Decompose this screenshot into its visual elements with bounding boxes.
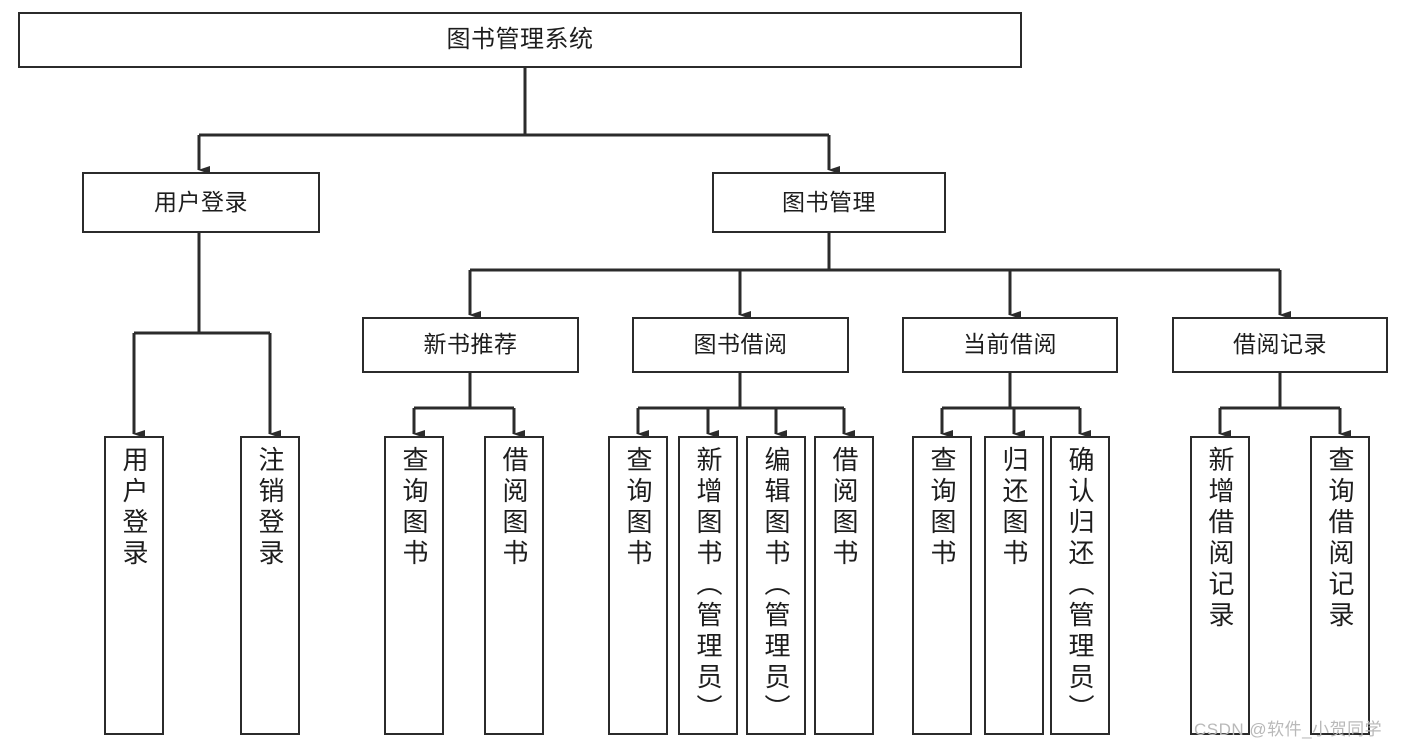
node-leaf_nb_borrow[interactable]: 借阅图书 bbox=[484, 436, 544, 735]
connector-group bbox=[132, 68, 1351, 438]
node-label-newbook: 新书推荐 bbox=[423, 331, 518, 358]
node-label-leaf_cu_query: 查询图书 bbox=[927, 446, 957, 570]
node-label-leaf_bo_add: 新增图书（管理员） bbox=[693, 446, 723, 725]
node-leaf_bo_edit[interactable]: 编辑图书（管理员） bbox=[746, 436, 806, 735]
watermark: CSDN @软件_小贺同学 bbox=[1194, 720, 1383, 739]
node-leaf_re_add[interactable]: 新增借阅记录 bbox=[1190, 436, 1250, 735]
node-label-leaf_bo_edit: 编辑图书（管理员） bbox=[761, 446, 791, 725]
node-leaf_bo_add[interactable]: 新增图书（管理员） bbox=[678, 436, 738, 735]
node-label-borrow: 图书借阅 bbox=[693, 331, 788, 358]
node-bookmgmt[interactable]: 图书管理 bbox=[712, 172, 946, 233]
node-records[interactable]: 借阅记录 bbox=[1172, 317, 1388, 373]
node-leaf_userlogin[interactable]: 用户登录 bbox=[104, 436, 164, 735]
node-label-leaf_re_add: 新增借阅记录 bbox=[1205, 446, 1235, 632]
node-label-leaf_cu_confirm: 确认归还（管理员） bbox=[1065, 446, 1095, 725]
node-leaf_cu_query[interactable]: 查询图书 bbox=[912, 436, 972, 735]
node-label-root: 图书管理系统 bbox=[446, 25, 594, 53]
node-leaf_re_query[interactable]: 查询借阅记录 bbox=[1310, 436, 1370, 735]
node-leaf_bo_query[interactable]: 查询图书 bbox=[608, 436, 668, 735]
node-label-leaf_bo_borrow: 借阅图书 bbox=[829, 446, 859, 570]
node-label-leaf_cu_return: 归还图书 bbox=[999, 446, 1029, 570]
node-current[interactable]: 当前借阅 bbox=[902, 317, 1118, 373]
node-label-leaf_re_query: 查询借阅记录 bbox=[1325, 446, 1355, 632]
node-leaf_nb_query[interactable]: 查询图书 bbox=[384, 436, 444, 735]
node-label-login: 用户登录 bbox=[154, 188, 248, 215]
node-login[interactable]: 用户登录 bbox=[82, 172, 320, 233]
node-leaf_bo_borrow[interactable]: 借阅图书 bbox=[814, 436, 874, 735]
node-borrow[interactable]: 图书借阅 bbox=[632, 317, 849, 373]
node-leaf_cu_confirm[interactable]: 确认归还（管理员） bbox=[1050, 436, 1110, 735]
node-leaf_cu_return[interactable]: 归还图书 bbox=[984, 436, 1044, 735]
node-label-leaf_userlogin: 用户登录 bbox=[119, 446, 149, 570]
node-label-bookmgmt: 图书管理 bbox=[782, 188, 876, 215]
node-label-records: 借阅记录 bbox=[1233, 331, 1327, 358]
node-label-leaf_nb_query: 查询图书 bbox=[399, 446, 429, 570]
node-leaf_logout[interactable]: 注销登录 bbox=[240, 436, 300, 735]
node-label-current: 当前借阅 bbox=[963, 331, 1057, 358]
node-label-leaf_bo_query: 查询图书 bbox=[623, 446, 653, 570]
node-newbook[interactable]: 新书推荐 bbox=[362, 317, 579, 373]
node-label-leaf_logout: 注销登录 bbox=[255, 446, 285, 570]
node-root[interactable]: 图书管理系统 bbox=[18, 12, 1022, 68]
node-label-leaf_nb_borrow: 借阅图书 bbox=[499, 446, 529, 570]
